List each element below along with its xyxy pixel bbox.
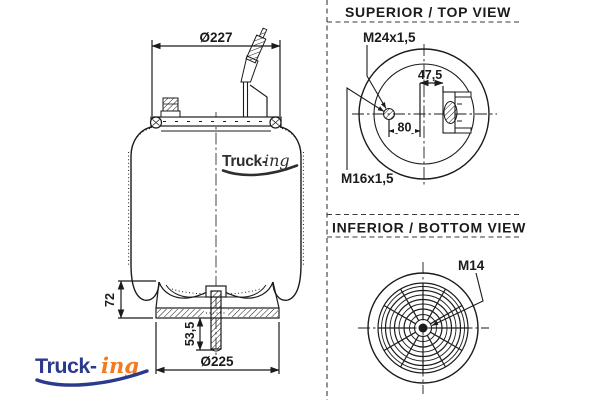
dim-label-72: 72 xyxy=(103,293,117,307)
thread-label-m24: M24x1,5 xyxy=(363,30,416,45)
stud-top-view xyxy=(383,108,395,120)
plate-inner-circle xyxy=(373,63,475,165)
piston xyxy=(155,281,280,352)
piston-grille xyxy=(377,282,469,374)
panel-separators xyxy=(326,0,519,400)
dim-label-53-5: 53,5 xyxy=(183,322,197,346)
dim-72 xyxy=(117,280,156,319)
dim-225 xyxy=(155,322,280,374)
top-view-title: SUPERIOR / TOP VIEW xyxy=(345,4,511,20)
brand-logo: Truck- ing xyxy=(35,353,149,387)
air-fitting xyxy=(240,27,268,117)
plate-outer-circle xyxy=(358,48,490,180)
logo-text-truck: Truck- xyxy=(35,354,97,378)
top-plate xyxy=(149,116,282,129)
logo-text-ing: ing xyxy=(101,353,139,378)
bottom-view-title: INFERIOR / BOTTOM VIEW xyxy=(332,220,526,236)
dim-label-225: Ø225 xyxy=(200,354,234,369)
leader-m14 xyxy=(431,272,484,326)
dim-80-label-bg xyxy=(394,121,415,133)
air-fitting-top-view xyxy=(442,91,472,134)
top-view xyxy=(346,44,497,186)
grille-spokes xyxy=(378,283,468,373)
piston-stud xyxy=(210,290,222,350)
bellows xyxy=(128,126,304,301)
dim-label-47-5: 47,5 xyxy=(418,68,442,82)
watermark-logo: Truck- ing xyxy=(221,151,299,177)
thread-label-m16: M16x1,5 xyxy=(341,171,394,186)
fixing-stud xyxy=(160,97,181,118)
bottom-view xyxy=(358,262,489,394)
dim-label-80: 80 xyxy=(398,121,412,135)
dim-label-227: Ø227 xyxy=(199,30,232,45)
piston-outer-circle xyxy=(367,272,479,384)
leader-m24 xyxy=(366,45,387,109)
side-view xyxy=(117,27,304,374)
watermark-swoosh xyxy=(221,164,299,177)
m14-center-hole xyxy=(418,323,428,333)
fitting-gusset xyxy=(249,84,268,117)
dim-53-5 xyxy=(196,317,214,351)
leader-m16 xyxy=(346,86,385,170)
thread-label-m14: M14 xyxy=(458,258,485,273)
logo-swoosh xyxy=(35,369,149,387)
watermark-text-truck: Truck- xyxy=(222,153,267,170)
dim-47-5 xyxy=(419,79,444,92)
watermark-text-ing: ing xyxy=(264,151,290,170)
